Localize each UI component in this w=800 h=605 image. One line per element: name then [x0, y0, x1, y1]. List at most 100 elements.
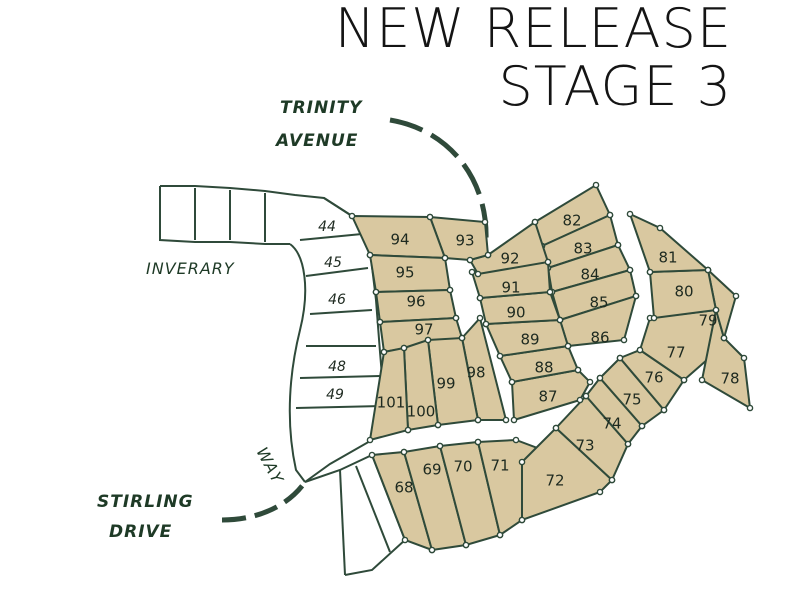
survey-peg — [348, 212, 356, 220]
lot-number-46: 46 — [328, 292, 346, 308]
survey-peg — [372, 288, 380, 296]
boundary-line — [159, 186, 290, 245]
survey-peg — [698, 376, 706, 384]
survey-peg — [556, 316, 564, 324]
survey-peg — [428, 546, 436, 554]
lot-number-100: 100 — [407, 403, 436, 421]
survey-peg — [476, 294, 484, 302]
survey-peg — [366, 436, 374, 444]
lot-number-73: 73 — [575, 437, 594, 455]
lot-number-82: 82 — [562, 212, 581, 230]
survey-peg — [636, 346, 644, 354]
street-labels: TRINITY AVENUE INVERARY STIRLING DRIVE W… — [97, 98, 363, 542]
stage3-lots — [348, 181, 754, 554]
survey-peg — [518, 458, 526, 466]
lot-number-81: 81 — [658, 249, 677, 267]
lot-number-87: 87 — [538, 388, 557, 406]
survey-peg — [434, 421, 442, 429]
survey-peg — [746, 404, 754, 412]
survey-peg — [400, 344, 408, 352]
survey-peg — [596, 488, 604, 496]
lot-number-89: 89 — [520, 331, 539, 349]
survey-peg — [476, 314, 484, 322]
survey-peg — [574, 366, 582, 374]
survey-peg — [632, 292, 640, 300]
survey-peg — [544, 258, 552, 266]
lot-number-78: 78 — [720, 370, 739, 388]
street-label-drive: DRIVE — [109, 522, 172, 542]
survey-peg — [482, 320, 490, 328]
survey-peg — [564, 342, 572, 350]
lot-number-71: 71 — [490, 457, 509, 475]
survey-peg — [712, 306, 720, 314]
survey-peg — [582, 392, 590, 400]
survey-peg — [740, 354, 748, 362]
survey-peg — [474, 416, 482, 424]
survey-peg — [552, 424, 560, 432]
lot-number-84: 84 — [580, 266, 599, 284]
survey-peg — [650, 314, 658, 322]
lot-number-101: 101 — [377, 394, 406, 412]
lot-number-99: 99 — [436, 375, 455, 393]
street-label-stirling: STIRLING — [97, 492, 194, 512]
survey-peg — [446, 286, 454, 294]
survey-peg — [512, 436, 520, 444]
lot-number-95: 95 — [395, 264, 414, 282]
survey-peg — [484, 251, 492, 259]
survey-peg — [462, 541, 470, 549]
survey-peg — [732, 292, 740, 300]
lot-number-94: 94 — [390, 231, 409, 249]
survey-peg — [592, 181, 600, 189]
street-label-trinity: TRINITY — [280, 98, 363, 118]
lot-number-98: 98 — [466, 364, 485, 382]
survey-peg — [496, 352, 504, 360]
survey-peg — [518, 516, 526, 524]
street-label-inverary: INVERARY — [146, 259, 235, 278]
survey-peg — [576, 396, 584, 404]
survey-peg — [401, 536, 409, 544]
survey-peg — [646, 268, 654, 276]
survey-peg — [608, 476, 616, 484]
lot-number-79: 79 — [698, 312, 717, 330]
survey-peg — [380, 348, 388, 356]
survey-peg — [474, 438, 482, 446]
survey-peg — [376, 318, 384, 326]
survey-peg — [426, 213, 434, 221]
survey-peg — [656, 224, 664, 232]
lot-number-69: 69 — [422, 461, 441, 479]
lot-number-72: 72 — [545, 472, 564, 490]
survey-peg — [474, 270, 482, 278]
lot-number-76: 76 — [644, 369, 663, 387]
lot-number-92: 92 — [500, 250, 519, 268]
survey-peg — [586, 378, 594, 386]
lot-number-86: 86 — [590, 329, 609, 347]
survey-peg — [616, 354, 624, 362]
lot-number-96: 96 — [406, 293, 425, 311]
survey-peg — [368, 451, 376, 459]
survey-peg — [424, 336, 432, 344]
survey-peg — [614, 241, 622, 249]
street-label-avenue: AVENUE — [274, 131, 358, 151]
survey-peg — [404, 426, 412, 434]
survey-peg — [508, 378, 516, 386]
lot-number-90: 90 — [506, 304, 525, 322]
survey-peg — [502, 416, 510, 424]
survey-peg — [481, 218, 489, 226]
lot-number-80: 80 — [674, 283, 693, 301]
lot-number-91: 91 — [501, 279, 520, 297]
survey-peg — [720, 334, 728, 342]
lot-number-48: 48 — [328, 359, 346, 375]
road-edge — [288, 243, 307, 483]
lot-number-75: 75 — [622, 391, 641, 409]
lot-number-70: 70 — [453, 458, 472, 476]
lot-number-44: 44 — [318, 219, 336, 235]
survey-peg — [624, 440, 632, 448]
lot-number-85: 85 — [589, 294, 608, 312]
survey-peg — [546, 288, 554, 296]
survey-peg — [441, 254, 449, 262]
lot-number-88: 88 — [534, 359, 553, 377]
boundary-line — [160, 185, 353, 217]
